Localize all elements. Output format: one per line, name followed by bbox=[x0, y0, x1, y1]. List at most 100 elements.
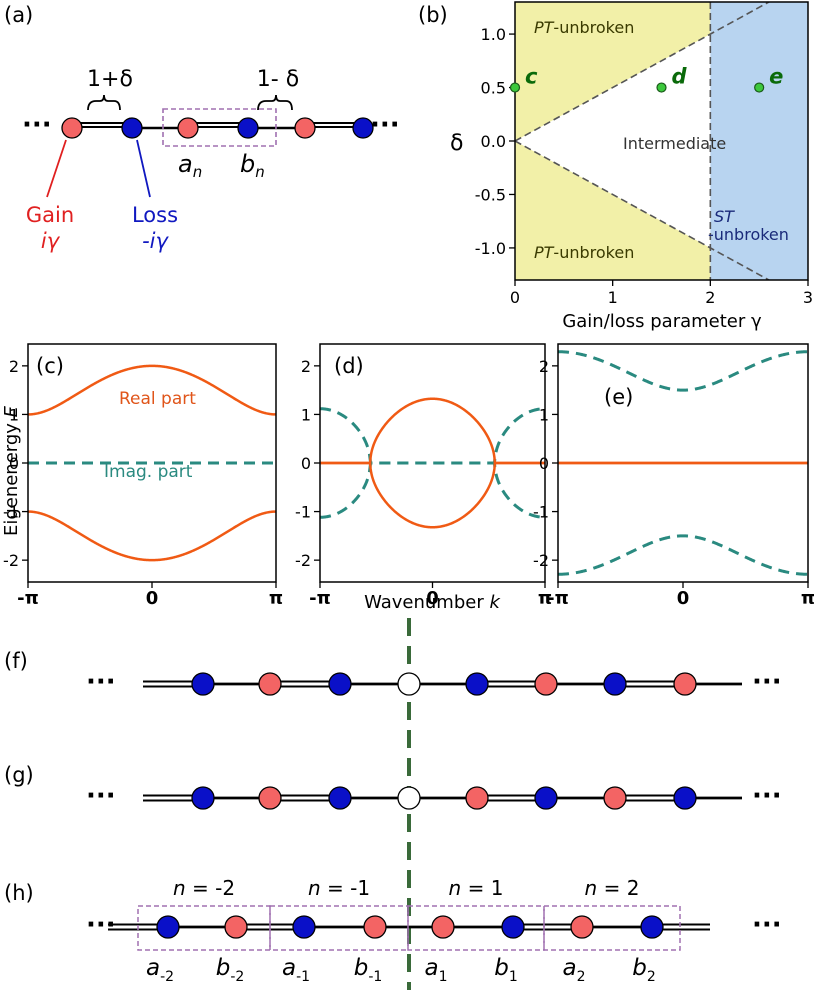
hop-weak-label: 1- δ bbox=[257, 67, 299, 92]
imag-part-line-e-lower bbox=[558, 534, 808, 576]
panel-a-label: (a) bbox=[4, 3, 33, 27]
chain-f: ······ bbox=[86, 667, 782, 697]
panel-b-ytick-label: 0.5 bbox=[481, 79, 506, 98]
phase-boundary-upper bbox=[515, 2, 771, 142]
loss-term: -iγ bbox=[142, 229, 169, 253]
panel-b-ytick-label: 1.0 bbox=[481, 25, 506, 44]
imag-part-line-d-upper bbox=[320, 407, 545, 465]
site-b-label: bn bbox=[240, 150, 265, 181]
region-pt-bottom: PT-unbroken bbox=[534, 243, 634, 262]
spectrum-xtick-label: π bbox=[269, 588, 283, 609]
panel-h-label: (h) bbox=[4, 881, 34, 905]
spectrum-ytick-label: 1 bbox=[301, 405, 311, 424]
center-site bbox=[397, 672, 421, 696]
left-ellipsis: ··· bbox=[86, 910, 116, 940]
loss-site bbox=[191, 786, 215, 810]
real-part-line-c-upper bbox=[28, 364, 276, 416]
phase-point-label-e: e bbox=[769, 65, 783, 89]
panel-b-xtick-label: 0 bbox=[510, 288, 520, 307]
gain-site bbox=[224, 915, 248, 939]
site-b-label: b2 bbox=[632, 955, 656, 985]
loss-site bbox=[603, 672, 627, 696]
gain-site bbox=[258, 672, 282, 696]
phase-boundary-lower bbox=[515, 140, 771, 280]
panel-e-plot bbox=[558, 350, 808, 576]
spectrum-ytick-label: -1 bbox=[295, 503, 311, 522]
spectrum-xtick-label: π bbox=[538, 588, 552, 609]
site-b-label: b1 bbox=[494, 955, 518, 985]
loss-site bbox=[673, 786, 697, 810]
panel-b-xtick-label: 3 bbox=[803, 288, 813, 307]
loss-site bbox=[640, 915, 664, 939]
gain-site bbox=[177, 117, 199, 139]
imag-part-label: Imag. part bbox=[104, 462, 193, 482]
brace-weak bbox=[257, 94, 293, 111]
panel-f: (f) ······ bbox=[4, 649, 782, 697]
spectrum-ytick-label: -2 bbox=[295, 551, 311, 570]
imag-part-line-e-upper bbox=[558, 350, 808, 392]
site-b-label: b-1 bbox=[354, 955, 383, 985]
spectrum-ytick-label: 0 bbox=[539, 454, 549, 473]
left-ellipsis: ··· bbox=[22, 110, 52, 140]
gain-pointer bbox=[46, 139, 67, 198]
loss-site bbox=[352, 117, 374, 139]
spectrum-ytick-label: 1 bbox=[9, 405, 19, 424]
spectrum-ytick-label: -2 bbox=[3, 551, 19, 570]
gain-site bbox=[431, 915, 455, 939]
gain-site bbox=[363, 915, 387, 939]
site-a-label: an bbox=[178, 150, 202, 181]
site-a-label: a-2 bbox=[146, 955, 174, 985]
region-intermediate: Intermediate bbox=[623, 134, 726, 153]
chain-g: ······ bbox=[86, 781, 782, 811]
phase-point-label-c: c bbox=[525, 65, 538, 89]
spectrum-xtick-label: 0 bbox=[426, 588, 439, 609]
cell-index-label: n = 2 bbox=[585, 876, 640, 900]
gain-site bbox=[603, 786, 627, 810]
gain-site bbox=[465, 786, 489, 810]
unit-cell-box-0 bbox=[137, 905, 271, 951]
gain-site bbox=[61, 117, 83, 139]
region-st-1: ST bbox=[714, 207, 735, 226]
panel-c-label: (c) bbox=[36, 354, 64, 378]
spectrum-xlabel: Wavenumber k bbox=[364, 592, 501, 613]
real-part-line-d-upper bbox=[320, 397, 545, 465]
site-a-label: a2 bbox=[562, 955, 585, 985]
right-ellipsis: ··· bbox=[370, 110, 400, 140]
center-site bbox=[397, 786, 421, 810]
gain-site bbox=[534, 672, 558, 696]
spectrum-ytick-label: 2 bbox=[9, 357, 19, 376]
spectrum-ytick-label: 0 bbox=[301, 454, 311, 473]
st-unbroken-region bbox=[710, 2, 808, 280]
panel-b-xtick-label: 2 bbox=[705, 288, 715, 307]
spectrum-xtick-label: π bbox=[801, 588, 814, 609]
gain-site bbox=[570, 915, 594, 939]
right-ellipsis: ··· bbox=[752, 910, 782, 940]
spectrum-ytick-label: 0 bbox=[9, 454, 19, 473]
region-pt-top: PT-unbroken bbox=[534, 18, 634, 37]
spectrum-xtick-label: -π bbox=[547, 588, 569, 609]
cell-index-label: n = -1 bbox=[308, 876, 370, 900]
right-ellipsis: ··· bbox=[752, 667, 782, 697]
real-part-label: Real part bbox=[119, 389, 196, 409]
panel-f-label: (f) bbox=[4, 649, 28, 673]
cell-index-label: n = -2 bbox=[173, 876, 235, 900]
spectrum-xtick-label: -π bbox=[17, 588, 39, 609]
spectrum-xtick-label: -π bbox=[309, 588, 331, 609]
panel-b-label: (b) bbox=[418, 3, 448, 27]
loss-pointer bbox=[136, 139, 151, 198]
brace-strong bbox=[87, 94, 121, 111]
site-a-label: a-1 bbox=[282, 955, 310, 985]
hop-strong-label: 1+δ bbox=[87, 67, 133, 92]
unit-cell-box-3 bbox=[543, 905, 681, 951]
loss-site bbox=[501, 915, 525, 939]
spectrum-ytick-label: -2 bbox=[533, 551, 549, 570]
panel-d-plot bbox=[320, 397, 545, 529]
left-ellipsis: ··· bbox=[86, 781, 116, 811]
loss-site bbox=[121, 117, 143, 139]
site-b-label: b-2 bbox=[216, 955, 245, 985]
